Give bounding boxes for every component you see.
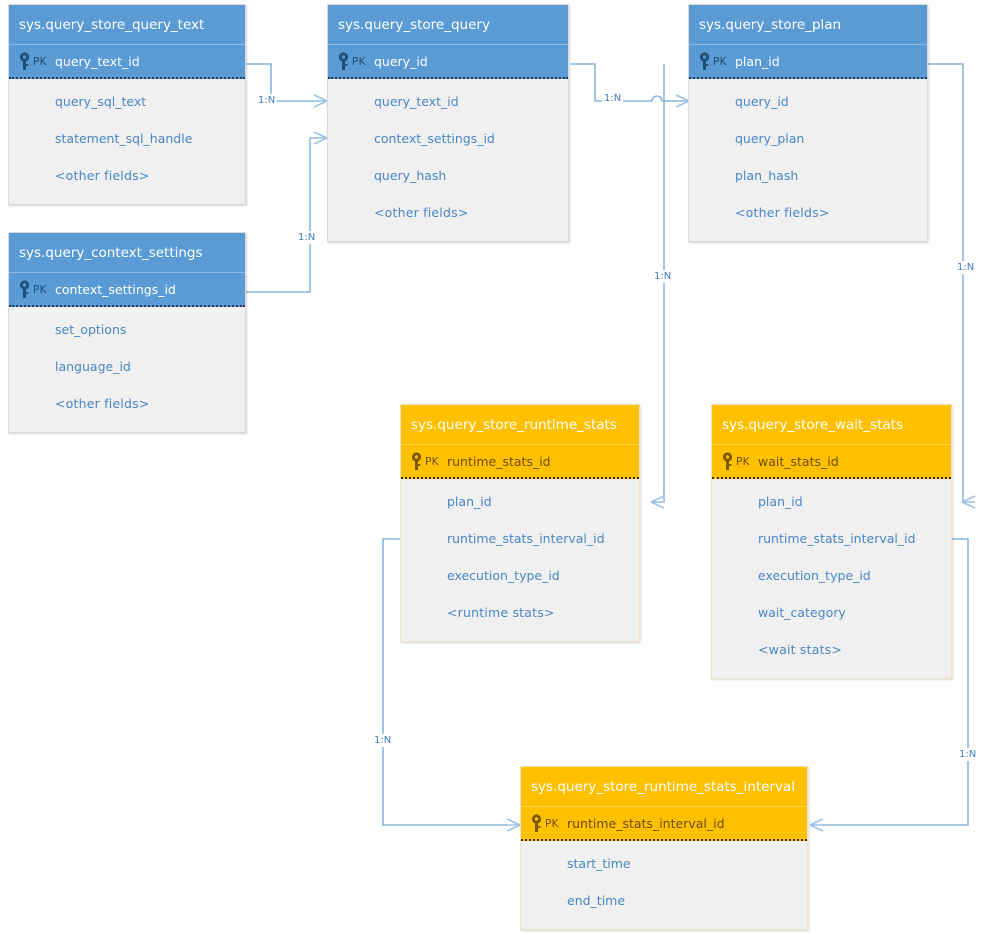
entity-title: sys.query_store_wait_stats xyxy=(712,405,951,445)
relationship-line-r2 xyxy=(246,137,325,293)
field-row: runtime_stats_interval_id xyxy=(447,531,605,546)
cardinality-label-r4: 1:N xyxy=(652,270,674,283)
pk-tag: PK xyxy=(713,56,727,68)
pk-tag: PK xyxy=(352,56,366,68)
pk-tag: PK xyxy=(545,818,559,830)
line-hop-r3 xyxy=(651,95,663,102)
entity-fields: query_sql_text statement_sql_handle <oth… xyxy=(9,79,245,204)
field-row: language_id xyxy=(55,359,131,374)
relationship-line-r4 xyxy=(653,64,665,503)
field-row: execution_type_id xyxy=(447,568,560,583)
primary-key-icon: PK xyxy=(699,45,727,79)
field-row: plan_id xyxy=(447,494,492,509)
primary-key-icon: PK xyxy=(19,273,47,307)
primary-key-icon: PK xyxy=(722,445,750,479)
entity-pk-row: PK query_text_id xyxy=(9,45,245,79)
entity-fields: query_id query_plan plan_hash <other fie… xyxy=(689,79,927,241)
field-row: plan_id xyxy=(758,494,803,509)
entity-query-store-runtime-stats-interval[interactable]: sys.query_store_runtime_stats_interval P… xyxy=(520,766,808,930)
entity-title: sys.query_store_runtime_stats_interval xyxy=(521,767,807,807)
field-row: set_options xyxy=(55,322,127,337)
field-row: start_time xyxy=(567,856,631,871)
pk-field-name: wait_stats_id xyxy=(758,454,839,469)
entity-fields: set_options language_id <other fields> xyxy=(9,307,245,432)
entity-pk-row: PK query_id xyxy=(328,45,568,79)
entity-fields: plan_id runtime_stats_interval_id execut… xyxy=(712,479,951,678)
primary-key-icon: PK xyxy=(19,45,47,79)
cardinality-label-r2: 1:N xyxy=(296,231,318,244)
field-row: end_time xyxy=(567,893,626,908)
field-row: query_hash xyxy=(374,168,447,183)
primary-key-icon: PK xyxy=(531,807,559,841)
field-row: query_id xyxy=(735,94,789,109)
entity-fields: query_text_id context_settings_id query_… xyxy=(328,79,568,241)
field-row: query_text_id xyxy=(374,94,459,109)
field-row: statement_sql_handle xyxy=(55,131,193,146)
field-row: query_plan xyxy=(735,131,805,146)
pk-field-name: runtime_stats_id xyxy=(447,454,551,469)
field-row: <other fields> xyxy=(55,396,150,411)
primary-key-icon: PK xyxy=(338,45,366,79)
entity-query-store-runtime-stats[interactable]: sys.query_store_runtime_stats PK runtime… xyxy=(400,404,640,642)
entity-title: sys.query_context_settings xyxy=(9,233,245,273)
field-row: runtime_stats_interval_id xyxy=(758,531,916,546)
entity-query-store-query[interactable]: sys.query_store_query PK query_id query_… xyxy=(327,4,569,242)
cardinality-label-r7: 1:N xyxy=(957,748,979,761)
entity-title: sys.query_store_query_text xyxy=(9,5,245,45)
pk-tag: PK xyxy=(425,456,439,468)
field-row: <wait stats> xyxy=(758,642,843,657)
entity-query-store-wait-stats[interactable]: sys.query_store_wait_stats PK wait_stats… xyxy=(711,404,952,679)
entity-fields: plan_id runtime_stats_interval_id execut… xyxy=(401,479,639,641)
entity-title: sys.query_store_runtime_stats xyxy=(401,405,639,445)
entity-pk-row: PK plan_id xyxy=(689,45,927,79)
field-row: plan_hash xyxy=(735,168,799,183)
entity-pk-row: PK context_settings_id xyxy=(9,273,245,307)
entity-query-store-query-text[interactable]: sys.query_store_query_text PK query_text… xyxy=(8,4,246,205)
field-row: query_sql_text xyxy=(55,94,147,109)
cardinality-label-r3: 1:N xyxy=(602,92,624,105)
entity-title: sys.query_store_plan xyxy=(689,5,927,45)
cardinality-label-r5: 1:N xyxy=(955,261,977,274)
pk-field-name: query_text_id xyxy=(55,54,140,69)
entity-pk-row: PK runtime_stats_id xyxy=(401,445,639,479)
entity-title: sys.query_store_query xyxy=(328,5,568,45)
pk-tag: PK xyxy=(33,56,47,68)
field-row: <runtime stats> xyxy=(447,605,555,620)
cardinality-label-r6: 1:N xyxy=(372,734,394,747)
field-row: wait_category xyxy=(758,605,846,620)
entity-pk-row: PK runtime_stats_interval_id xyxy=(521,807,807,841)
field-row: execution_type_id xyxy=(758,568,871,583)
field-row: <other fields> xyxy=(374,205,469,220)
pk-field-name: runtime_stats_interval_id xyxy=(567,816,725,831)
entity-query-store-plan[interactable]: sys.query_store_plan PK plan_id query_id… xyxy=(688,4,928,242)
field-row: context_settings_id xyxy=(374,131,495,146)
field-row: <other fields> xyxy=(55,168,150,183)
primary-key-icon: PK xyxy=(411,445,439,479)
pk-field-name: context_settings_id xyxy=(55,282,176,297)
entity-pk-row: PK wait_stats_id xyxy=(712,445,951,479)
pk-tag: PK xyxy=(736,456,750,468)
field-row: <other fields> xyxy=(735,205,830,220)
entity-fields: start_time end_time xyxy=(521,841,807,929)
pk-field-name: query_id xyxy=(374,54,428,69)
pk-tag: PK xyxy=(33,284,47,296)
cardinality-label-r1: 1:N xyxy=(256,94,278,107)
pk-field-name: plan_id xyxy=(735,54,780,69)
entity-query-context-settings[interactable]: sys.query_context_settings PK context_se… xyxy=(8,232,246,433)
